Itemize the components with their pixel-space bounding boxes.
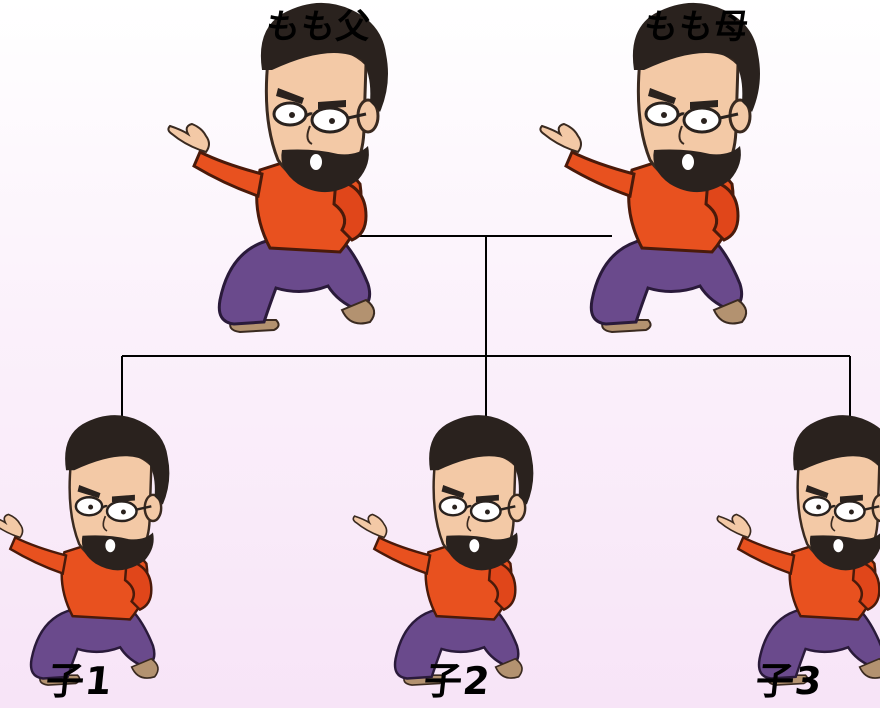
child3-label: 子3: [753, 659, 825, 703]
pointing-man-cartoon-icon: [716, 413, 880, 687]
mother-label: もも母: [641, 7, 752, 47]
pointing-man-cartoon-icon: [166, 1, 390, 334]
child1-figure: [0, 413, 171, 687]
child3-figure: [716, 413, 880, 687]
pointing-man-cartoon-icon: [352, 413, 535, 687]
connector-lines: [121, 235, 851, 460]
mother-figure: [538, 1, 762, 334]
pointing-man-cartoon-icon: [0, 413, 171, 687]
father-label: もも父: [263, 7, 374, 47]
child2-figure: [352, 413, 535, 687]
pointing-man-cartoon-icon: [538, 1, 762, 334]
father-figure: [166, 1, 390, 334]
child2-label: 子2: [421, 659, 493, 703]
child1-label: 子1: [43, 659, 115, 703]
